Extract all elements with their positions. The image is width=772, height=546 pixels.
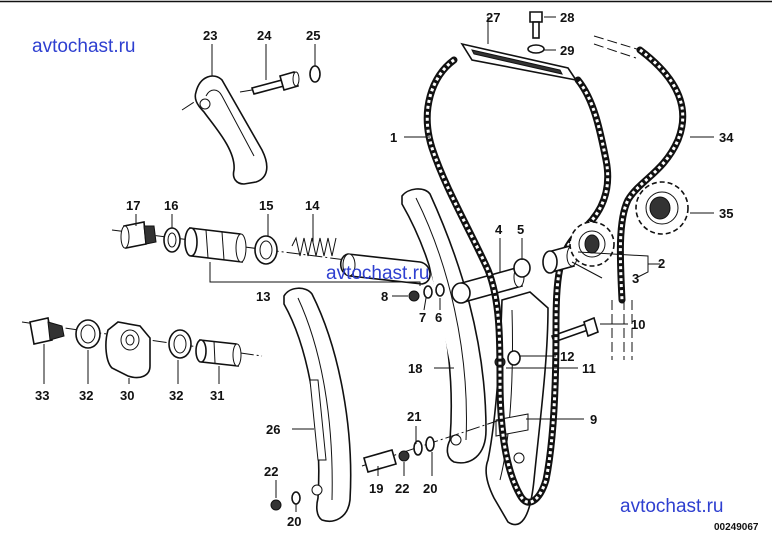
washer-25	[309, 65, 321, 83]
callout-7: 7	[419, 310, 426, 325]
washer-12	[507, 350, 521, 366]
callout-15: 15	[259, 198, 273, 213]
guide-rail-26	[283, 287, 352, 522]
sprocket-35	[635, 181, 689, 235]
chain-34	[593, 35, 687, 360]
callout-35: 35	[719, 206, 733, 221]
callout-26: 26	[266, 422, 280, 437]
callout-3: 3	[632, 271, 639, 286]
callout-22b: 22	[264, 464, 278, 479]
watermark-top-left: avtochast.ru	[32, 36, 136, 57]
tensioner-assembly	[111, 221, 441, 286]
callout-5: 5	[517, 222, 524, 237]
guide-rail-18	[401, 188, 487, 464]
callout-23: 23	[203, 28, 217, 43]
callout-4: 4	[495, 222, 503, 237]
plug-row	[21, 317, 263, 379]
o-ring-5	[513, 258, 531, 278]
callout-13: 13	[256, 289, 270, 304]
callout-24: 24	[257, 28, 272, 43]
washer-20	[425, 436, 435, 452]
callout-6: 6	[435, 310, 442, 325]
callout-1: 1	[390, 130, 397, 145]
callout-28: 28	[560, 10, 574, 25]
callout-10: 10	[631, 317, 645, 332]
chain-guide-23	[181, 75, 268, 185]
nut-22b	[270, 499, 282, 511]
callout-9: 9	[590, 412, 597, 427]
washer-29	[527, 44, 545, 54]
callout-20b: 20	[287, 514, 301, 529]
diagram-code: 00249067	[714, 522, 759, 533]
callout-29: 29	[560, 43, 574, 58]
callout-8: 8	[381, 289, 388, 304]
callout-25: 25	[306, 28, 320, 43]
callout-16: 16	[164, 198, 178, 213]
callout-32b: 32	[169, 388, 183, 403]
nut-22	[398, 450, 410, 462]
washer-20b	[291, 491, 301, 505]
rail-27	[460, 42, 578, 82]
watermark-bottom-right: avtochast.ru	[620, 496, 724, 517]
watermark-center: avtochast.ru	[326, 263, 430, 284]
callout-34: 34	[719, 130, 734, 145]
callout-11: 11	[582, 361, 596, 376]
nut-8	[408, 290, 420, 302]
callout-21: 21	[407, 409, 421, 424]
timing-chain-1	[423, 56, 612, 506]
callout-17: 17	[126, 198, 140, 213]
callout-20a: 20	[423, 481, 437, 496]
washer-21	[413, 440, 423, 456]
bolt-10	[550, 316, 599, 344]
callout-18: 18	[408, 361, 422, 376]
callout-30: 30	[120, 388, 134, 403]
callout-12: 12	[560, 349, 574, 364]
callout-22a: 22	[395, 481, 409, 496]
callout-31: 31	[210, 388, 224, 403]
callout-27: 27	[486, 10, 500, 25]
washer-6	[435, 283, 445, 297]
leader-lines	[43, 16, 714, 512]
bolt-24	[239, 71, 300, 95]
bolt-28	[529, 11, 543, 39]
callout-19: 19	[369, 481, 383, 496]
callout-2: 2	[658, 256, 665, 271]
callout-14: 14	[305, 198, 320, 213]
washer-7	[423, 285, 433, 299]
callout-32a: 32	[79, 388, 93, 403]
callout-33: 33	[35, 388, 49, 403]
